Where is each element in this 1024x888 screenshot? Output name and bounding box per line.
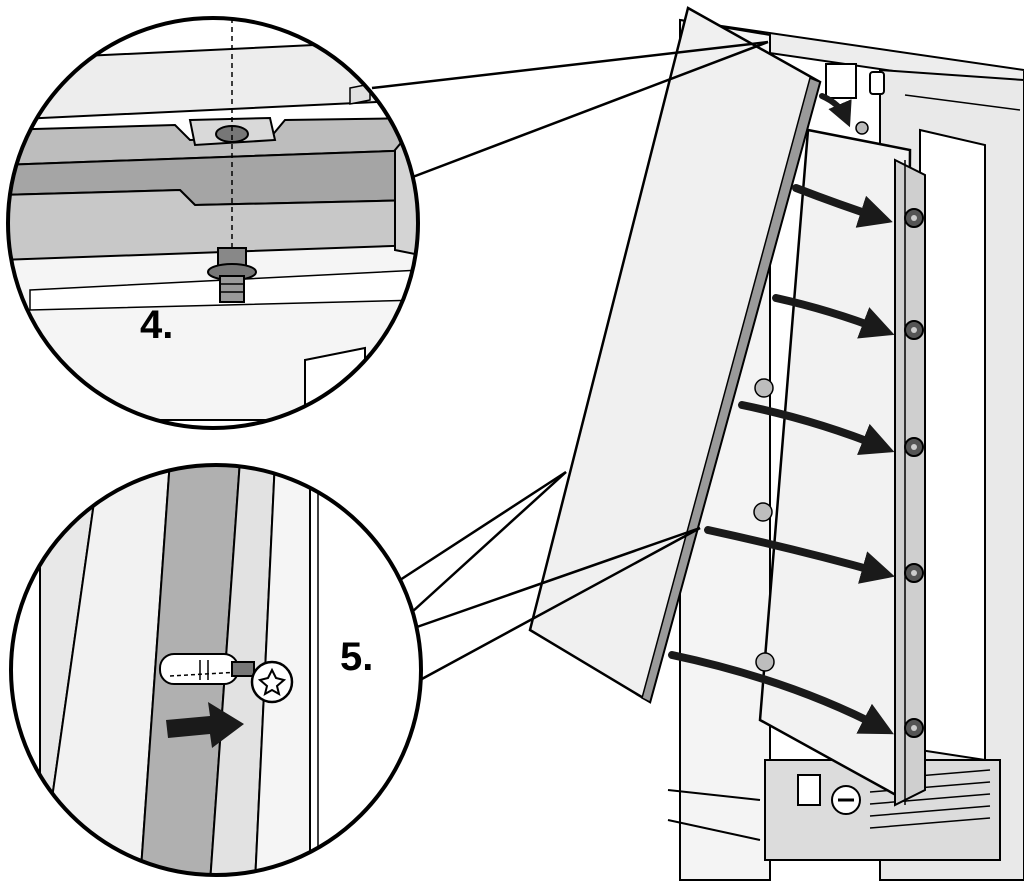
- push-arrow-icon: [166, 702, 244, 748]
- torx-screw-icon: [904, 320, 924, 340]
- torx-screw-icon: [904, 437, 924, 457]
- step5-label: 5.: [340, 635, 373, 679]
- decor-panel: [528, 6, 822, 704]
- torx-screw-icon: [904, 563, 924, 583]
- detail-circle-step5: 5.: [9, 463, 423, 877]
- hinge-pin-icon: [825, 63, 885, 135]
- mounting-arrows: [668, 93, 895, 735]
- door-screws: [904, 208, 924, 738]
- detail-circle-step4: 4.: [6, 16, 420, 430]
- kick-plate-vent: [764, 759, 1001, 861]
- hinge-pin-icon: [207, 247, 257, 303]
- torx-screw-icon: [904, 718, 924, 738]
- step4-label: 4.: [140, 303, 173, 347]
- torx-screw-icon: [231, 660, 294, 704]
- torx-screw-icon: [904, 208, 924, 228]
- leader-lines: [371, 40, 769, 682]
